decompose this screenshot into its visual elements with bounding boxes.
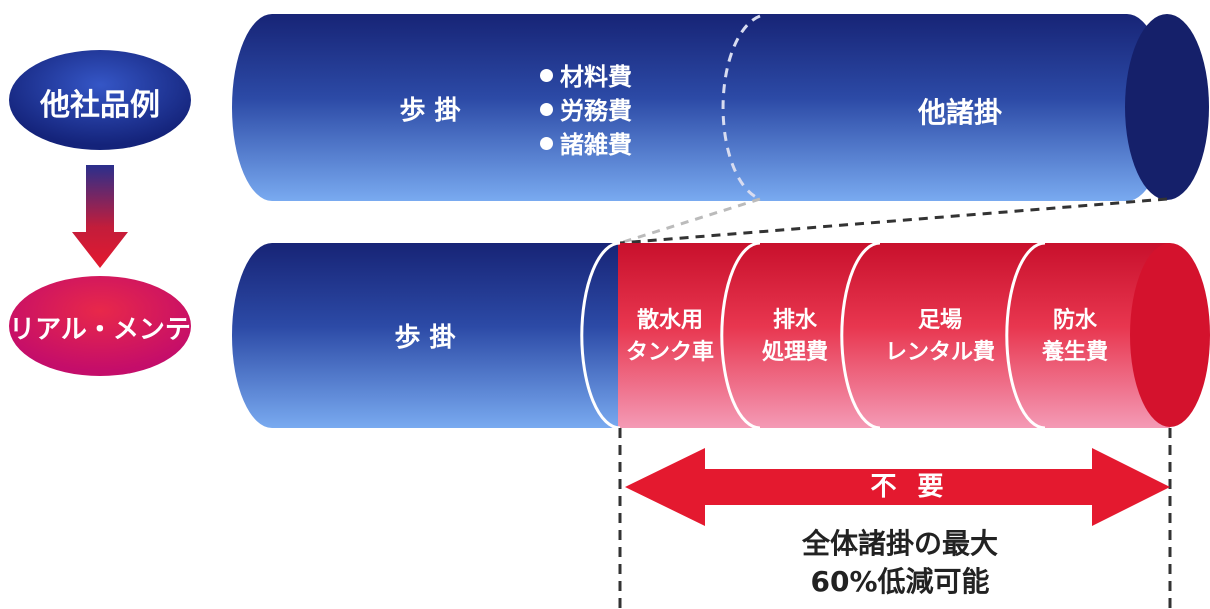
ours-ellipse (9, 276, 191, 376)
segment-drainage: 排水 処理費 (735, 305, 855, 369)
segment-scaffold: 足場 レンタル費 (855, 305, 1025, 369)
bottom-cylinder (232, 241, 1210, 430)
bottom-section-label: 歩 掛 (394, 323, 456, 353)
bottom-cylinder-end-cap (1130, 243, 1210, 427)
segment-line: レンタル費 (884, 340, 995, 365)
top-cylinder-body (232, 14, 1167, 201)
competitor-ellipse (9, 50, 191, 150)
segment-divider-2 (720, 241, 761, 430)
segment-line: 排水 (772, 308, 817, 333)
bullet-item: 諸雑費 (538, 128, 632, 162)
reduction-line-1: 全体諸掛の最大 (801, 527, 998, 560)
projection-line-left (619, 197, 761, 245)
reduction-line-2: 60%低減可能 (810, 565, 990, 598)
other-costs-label: 他諸掛 (917, 96, 1002, 129)
segment-line: 散水用 (636, 308, 703, 333)
top-section-label: 歩 掛 (399, 96, 461, 126)
bottom-cylinder-red-body (618, 243, 1170, 428)
ours-label: リアル・メンテ (9, 315, 191, 345)
segment-tank-truck: 散水用 タンク車 (600, 305, 740, 369)
segment-divider-1 (580, 241, 621, 430)
segment-waterproof: 防水 養生費 (1020, 305, 1130, 369)
bullet-item: 材料費 (538, 60, 632, 94)
top-cylinder-divider (721, 14, 761, 201)
projection-line-right (619, 197, 1168, 245)
top-bullet-list: 材料費 労務費 諸雑費 (538, 60, 632, 162)
segment-line: 処理費 (761, 340, 828, 365)
segment-line: 防水 (1052, 308, 1097, 333)
segment-line: 足場 (917, 308, 962, 333)
segment-line: 養生費 (1041, 340, 1108, 365)
bullet-item: 労務費 (538, 94, 632, 128)
top-cylinder (232, 14, 1209, 201)
segment-divider-3 (840, 241, 881, 430)
competitor-label: 他社品例 (40, 88, 160, 123)
arrow-label: 不 要 (870, 472, 950, 502)
top-cylinder-end-cap (1125, 14, 1209, 200)
down-arrow-icon (72, 165, 128, 268)
bottom-cylinder-blue-body (232, 243, 652, 428)
double-arrow-icon (625, 448, 1170, 526)
segment-divider-4 (1005, 241, 1046, 430)
segment-line: タンク車 (625, 340, 714, 365)
